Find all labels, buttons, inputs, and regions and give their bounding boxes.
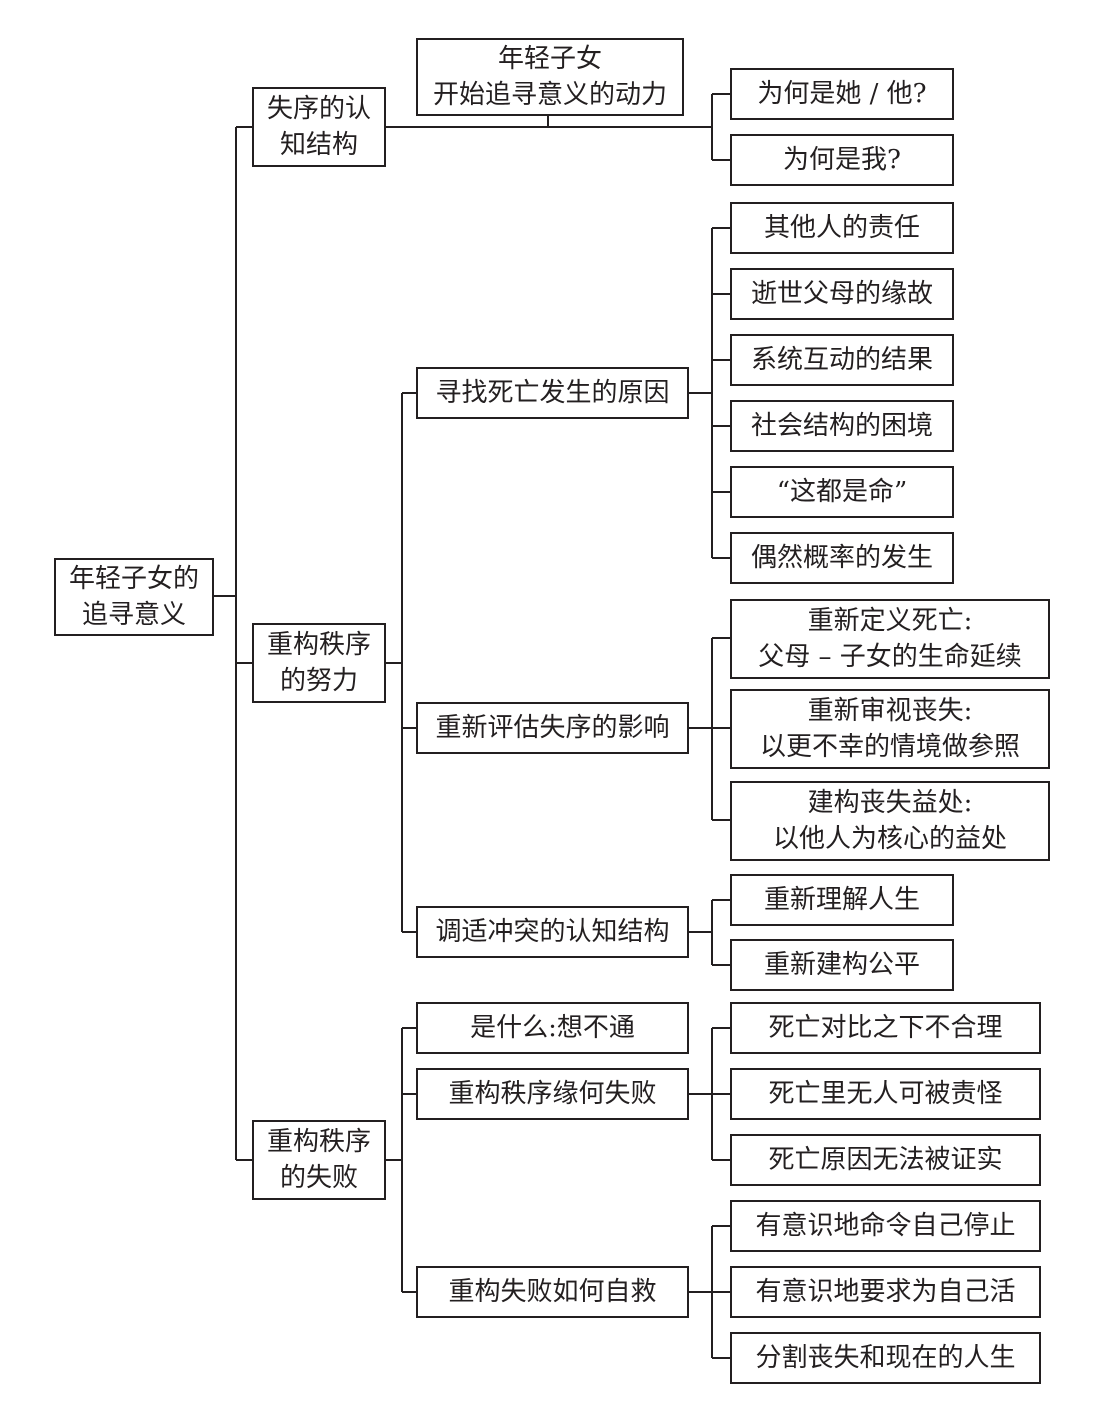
cause-item-text: “这都是命” [776,477,908,507]
branch-failure-line-1: 重构秩序 [266,1127,371,1157]
motivation-node: 年轻子女 开始追寻意义的动力 [416,38,684,116]
reassess-item: 重新审视丧失: 以更不幸的情境做参照 [730,689,1050,769]
cause-item: 系统互动的结果 [730,334,954,386]
question-text: 为何是我? [783,145,901,175]
selfhelp-item: 有意识地要求为自己活 [730,1266,1041,1318]
reassess-item-title: 重新审视丧失: [807,696,973,726]
why-item-text: 死亡原因无法被证实 [768,1145,1003,1175]
branch-reconstruct: 重构秩序 的努力 [252,623,386,703]
reassess-item-title: 建构丧失益处: [807,788,973,818]
cause-item: 逝世父母的缘故 [730,268,954,320]
root-line-2: 追寻意义 [81,600,186,630]
reassess-node: 重新评估失序的影响 [416,702,689,754]
adjust-item-text: 重新建构公平 [763,950,920,980]
cause-item: 其他人的责任 [730,202,954,254]
branch-failure: 重构秩序 的失败 [252,1120,386,1200]
branch-failure-line-2: 的失败 [279,1163,358,1193]
adjust-node: 调适冲突的认知结构 [416,906,689,958]
motivation-line-1: 年轻子女 [497,44,602,74]
cause-item: “这都是命” [730,466,954,518]
cause-node: 寻找死亡发生的原因 [416,367,689,419]
cause-item-text: 系统互动的结果 [750,345,933,375]
why-item-text: 死亡对比之下不合理 [768,1013,1003,1043]
adjust-label: 调适冲突的认知结构 [435,917,670,947]
reassess-label: 重新评估失序的影响 [435,713,670,743]
branch-disorder-line-2: 知结构 [279,130,358,160]
what-node: 是什么:想不通 [416,1002,689,1054]
why-item: 死亡里无人可被责怪 [730,1068,1041,1120]
reassess-item-title: 重新定义死亡: [807,606,973,636]
motivation-line-2: 开始追寻意义的动力 [432,80,667,110]
reassess-item: 建构丧失益处: 以他人为核心的益处 [730,781,1050,861]
selfhelp-item-text: 有意识地命令自己停止 [755,1211,1016,1241]
branch-reconstruct-line-2: 的努力 [279,666,358,696]
selfhelp-item: 分割丧失和现在的人生 [730,1332,1041,1384]
selfhelp-item-text: 分割丧失和现在的人生 [755,1343,1016,1373]
question-node: 为何是她 / 他? [730,68,954,120]
cause-item: 偶然概率的发生 [730,532,954,584]
why-node: 重构秩序缘何失败 [416,1068,689,1120]
why-label: 重构秩序缘何失败 [448,1079,657,1109]
adjust-item: 重新建构公平 [730,939,954,991]
cause-item: 社会结构的困境 [730,400,954,452]
selfhelp-item: 有意识地命令自己停止 [730,1200,1041,1252]
adjust-item-text: 重新理解人生 [763,885,920,915]
reassess-item-detail: 以更不幸的情境做参照 [759,732,1020,762]
cause-item-text: 其他人的责任 [763,213,920,243]
cause-item-text: 偶然概率的发生 [750,543,933,573]
root-node: 年轻子女的 追寻意义 [54,558,214,636]
selfhelp-node: 重构失败如何自救 [416,1266,689,1318]
reassess-item: 重新定义死亡: 父母 – 子女的生命延续 [730,599,1050,679]
what-label: 是什么:想不通 [470,1013,635,1043]
root-line-1: 年轻子女的 [68,564,199,594]
why-item-text: 死亡里无人可被责怪 [768,1079,1003,1109]
cause-item-text: 社会结构的困境 [750,411,933,441]
branch-reconstruct-line-1: 重构秩序 [266,630,371,660]
why-item: 死亡对比之下不合理 [730,1002,1041,1054]
cause-label: 寻找死亡发生的原因 [435,378,670,408]
selfhelp-item-text: 有意识地要求为自己活 [755,1277,1016,1307]
adjust-item: 重新理解人生 [730,874,954,926]
question-text: 为何是她 / 他? [757,79,927,109]
cause-item-text: 逝世父母的缘故 [750,279,933,309]
question-node: 为何是我? [730,134,954,186]
selfhelp-label: 重构失败如何自救 [448,1277,657,1307]
reassess-item-detail: 以他人为核心的益处 [772,824,1007,854]
reassess-item-detail: 父母 – 子女的生命延续 [758,642,1022,672]
branch-disorder-line-1: 失序的认 [266,94,371,124]
why-item: 死亡原因无法被证实 [730,1134,1041,1186]
branch-disorder: 失序的认 知结构 [252,87,386,167]
